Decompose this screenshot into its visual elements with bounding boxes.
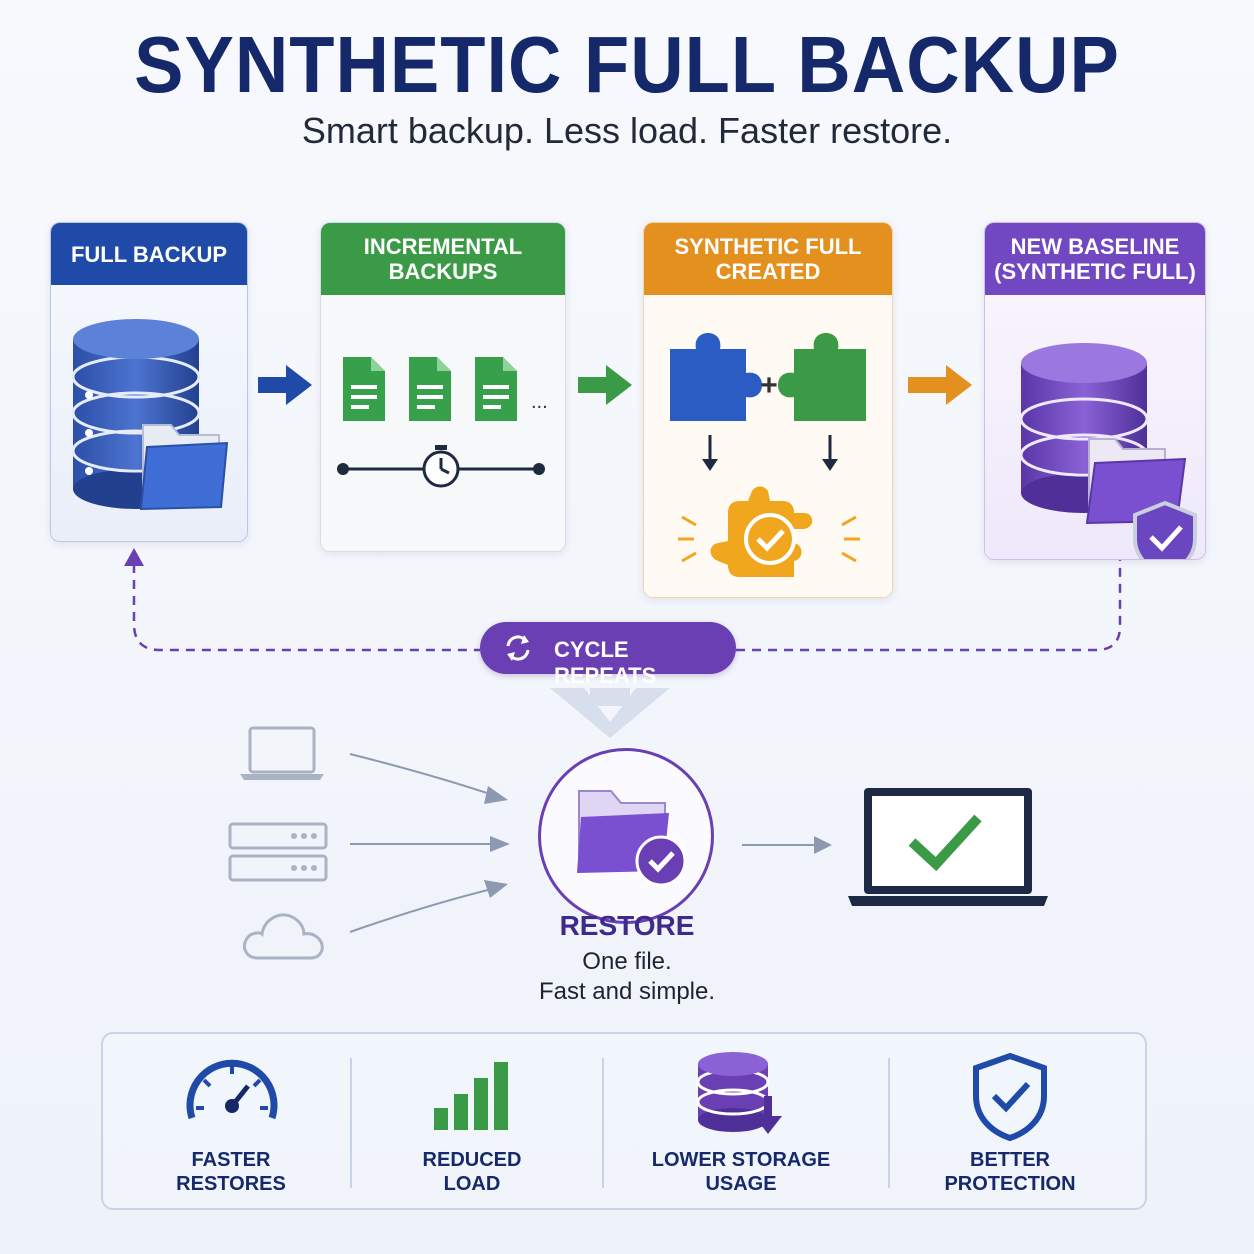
refresh-icon <box>506 635 530 661</box>
step-header-incremental: INCREMENTAL BACKUPS <box>321 223 565 295</box>
step-card-synthetic-full: SYNTHETIC FULL CREATED + <box>643 222 893 598</box>
plus-sign: + <box>760 369 778 402</box>
restore-title: RESTORE <box>559 910 695 941</box>
step-label-line1: NEW BASELINE <box>1010 234 1180 259</box>
arrow-right-blue-icon <box>258 365 312 405</box>
shield-check-icon <box>973 1052 1047 1142</box>
speedometer-icon <box>186 1059 278 1120</box>
document-timeline-icon <box>337 357 545 488</box>
step-header-synthetic-full: SYNTHETIC FULL CREATED <box>644 223 892 295</box>
document-icon <box>343 357 385 421</box>
folder-check-icon <box>577 790 687 887</box>
arrow-right-green-icon <box>578 365 632 405</box>
cloud-icon <box>243 913 324 960</box>
step-card-new-baseline: NEW BASELINE (SYNTHETIC FULL) <box>984 222 1206 560</box>
laptop-check-icon <box>848 788 1048 906</box>
source-arrows <box>349 753 510 933</box>
document-icon <box>409 357 451 421</box>
step-label-line1: FULL BACKUP <box>70 241 228 267</box>
puzzle-piece-green-icon <box>778 333 866 421</box>
laptop-icon <box>240 726 324 780</box>
step-label-line1: INCREMENTAL <box>363 234 523 259</box>
step-label-line1: SYNTHETIC FULL <box>674 234 862 259</box>
restore-line1: One file. <box>582 948 672 975</box>
document-icon <box>475 357 517 421</box>
divider <box>602 1058 604 1188</box>
cycle-loop-line <box>124 548 1122 652</box>
server-icon <box>228 822 328 882</box>
cycle-label: CYCLE REPEATS <box>554 637 657 688</box>
puzzle-piece-blue-icon <box>670 333 762 421</box>
restore-circle <box>538 748 714 924</box>
arrow-right-gray-icon <box>742 836 832 854</box>
chevron-down-icon <box>550 688 670 738</box>
stopwatch-icon <box>422 445 460 488</box>
page-title: SYNTHETIC FULL BACKUP <box>134 19 1120 110</box>
bar-chart-icon <box>434 1062 508 1130</box>
cycle-repeats-badge: CYCLE REPEATS <box>480 622 736 688</box>
divider <box>888 1058 890 1188</box>
page-subtitle: Smart backup. Less load. Faster restore. <box>301 110 953 151</box>
divider <box>350 1058 352 1188</box>
puzzle-merge-icon: + <box>670 333 866 577</box>
step-card-incremental: INCREMENTAL BACKUPS <box>320 222 566 552</box>
restore-line2: Fast and simple. <box>538 978 716 1005</box>
step-label-line2: (SYNTHETIC FULL) <box>994 259 1196 284</box>
arrow-right-orange-icon <box>908 365 972 405</box>
step-label-line2: BACKUPS <box>388 259 498 284</box>
step-label-line2: CREATED <box>715 259 821 284</box>
database-folder-icon <box>71 319 229 511</box>
step-header-new-baseline: NEW BASELINE (SYNTHETIC FULL) <box>985 223 1205 295</box>
shield-check-icon <box>1133 500 1197 559</box>
database-down-icon <box>696 1052 782 1134</box>
benefits-panel <box>101 1032 1147 1210</box>
gear-check-icon <box>710 486 813 577</box>
more-indicator: ... <box>531 391 548 413</box>
step-header-full-backup: FULL BACKUP <box>51 223 247 285</box>
step-card-full-backup: FULL BACKUP <box>50 222 248 542</box>
database-shield-icon <box>1019 343 1197 559</box>
